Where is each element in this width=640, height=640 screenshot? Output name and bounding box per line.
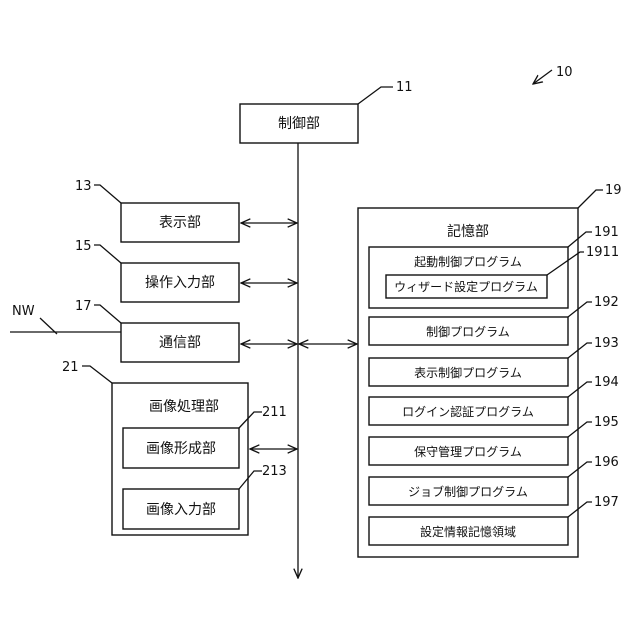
image-input-unit-ref: 213 [262, 464, 287, 479]
operation-input-unit-label: 操作入力部 [145, 275, 215, 291]
image-processing-unit-ref: 21 [62, 360, 79, 375]
image-processing-unit-leader [82, 366, 112, 383]
boot-control-program-label: 起動制御プログラム [414, 254, 522, 269]
storage-unit-label: 記憶部 [447, 223, 489, 240]
wizard-setting-program-ref: 1911 [586, 245, 619, 260]
control-unit: 制御部 11 [240, 80, 413, 143]
control-unit-label: 制御部 [278, 116, 320, 132]
figure-ref-number: 10 [556, 65, 573, 80]
control-program-ref: 192 [594, 295, 619, 310]
display-unit-label: 表示部 [159, 215, 201, 231]
operation-input-unit-leader [94, 245, 121, 263]
wizard-setting-program-label: ウィザード設定プログラム [394, 279, 538, 294]
login-auth-program-ref: 194 [594, 375, 619, 390]
control-unit-leader [358, 87, 393, 104]
boot-control-program-ref: 191 [594, 225, 619, 240]
control-unit-ref: 11 [396, 80, 413, 95]
storage-unit-leader [578, 190, 603, 208]
settings-storage-area-ref: 197 [594, 495, 619, 510]
operation-input-unit-ref: 15 [75, 239, 92, 254]
display-control-program-label: 表示制御プログラム [414, 365, 522, 380]
job-control-program-label: ジョブ制御プログラム [408, 484, 528, 499]
display-unit-ref: 13 [75, 179, 92, 194]
display-unit: 表示部 13 [75, 179, 297, 242]
image-input-unit-label: 画像入力部 [146, 502, 216, 518]
operation-input-unit: 操作入力部 15 [75, 239, 297, 302]
network-label: NW [12, 304, 35, 319]
login-auth-program-label: ログイン認証プログラム [402, 404, 534, 419]
control-program-label: 制御プログラム [426, 324, 510, 339]
image-forming-unit-label: 画像形成部 [146, 441, 216, 457]
maintenance-program-ref: 195 [594, 415, 619, 430]
maintenance-program-label: 保守管理プログラム [414, 444, 522, 459]
communication-unit-label: 通信部 [159, 335, 201, 351]
storage-unit-ref: 19 [605, 183, 622, 198]
image-processing-unit: 画像処理部 21 画像形成部 211 画像入力部 213 [62, 360, 297, 535]
communication-unit-leader [94, 305, 121, 323]
display-unit-leader [94, 185, 121, 203]
image-processing-unit-label: 画像処理部 [149, 399, 219, 415]
storage-unit: 記憶部 19 起動制御プログラム 191 ウィザード設定プログラム 1911 制… [299, 183, 622, 557]
communication-unit-ref: 17 [75, 299, 92, 314]
figure-ref-arrow [533, 70, 552, 84]
image-forming-unit-ref: 211 [262, 405, 287, 420]
display-control-program-ref: 193 [594, 336, 619, 351]
communication-unit: 通信部 17 [75, 299, 297, 362]
settings-storage-area-label: 設定情報記憶領域 [420, 524, 516, 539]
job-control-program-ref: 196 [594, 455, 619, 470]
